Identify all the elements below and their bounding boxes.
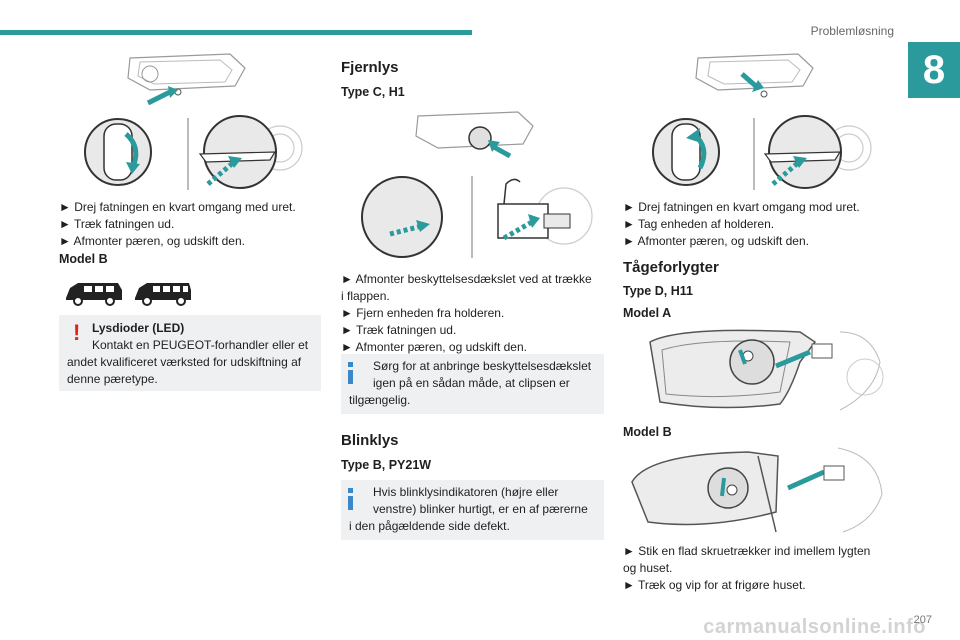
cover-removal-illustration [361,176,443,258]
socket-pull-illustration [198,115,303,189]
info-text-line: venstre) blinker hurtigt, er en af pærer… [373,502,588,516]
step-replace-bulb: ► Afmonter pæren, og udskift den. [623,234,809,248]
socket-rotate-ccw-illustration [652,118,720,186]
header-accent-bar [0,30,472,35]
bulb-holder-illustration [497,178,593,245]
model-b-label: Model B [59,252,108,266]
info-text-line: i den pågældende side defekt. [349,519,510,533]
blinklys-type: Type B, PY21W [341,458,432,472]
step-rotate-clockwise: ► Drej fatningen en kvart omgang med ure… [59,200,296,214]
step-replace-bulb: ► Afmonter pæren, og udskift den. [59,234,245,248]
fog-lamp-model-a-illustration [649,329,884,411]
illustration-divider [753,118,755,190]
headlamp-illustration [127,53,246,106]
fjernlys-type: Type C, H1 [341,85,405,99]
step-remove-cover-cont: i flappen. [341,289,390,303]
info-text-line: Hvis blinklysindikatoren (højre eller [373,485,559,499]
info-text-line: igen på en sådan måde, at clipsen er [373,376,570,390]
info-text-line: tilgængelig. [349,393,411,407]
step-remove-unit: ► Tag enheden af holderen. [623,217,775,231]
step-pull-socket: ► Træk fatningen ud. [59,217,175,231]
step-remove-cover: ► Afmonter beskyttelsesdækslet ved at tr… [341,272,592,286]
warning-text-line: andet kvalificeret værksted for udskiftn… [67,355,302,369]
blinker-info-note: Hvis blinklysindikatoren (højre eller ve… [341,480,604,540]
warning-title: Lysdioder (LED) [92,321,185,335]
step-pull-socket: ► Træk fatningen ud. [341,323,457,337]
step-rotate-counterclockwise: ► Drej fatningen en kvart omgang mod ure… [623,200,860,214]
fog-heading: Tågeforlygter [623,259,719,276]
step-remove-unit: ► Fjern enheden fra holderen. [341,306,505,320]
van-long-icon [135,283,191,306]
fog-type: Type D, H11 [623,284,693,298]
fjernlys-heading: Fjernlys [341,59,399,76]
model-a-label: Model A [623,306,672,320]
step-insert-screwdriver: ► Stik en flad skruetrækker ind imellem … [623,544,871,558]
warning-text-line: Kontakt en PEUGEOT-forhandler eller et [92,338,309,352]
led-warning-note: ! Lysdioder (LED) Kontakt en PEUGEOT-for… [59,315,321,391]
cover-info-note: Sørg for at anbringe beskyttelsesdækslet… [341,354,604,414]
section-title: Problemløsning [810,24,894,38]
step-tilt-release: ► Træk og vip for at frigøre huset. [623,578,806,592]
illustration-divider [471,176,473,258]
step-replace-bulb: ► Afmonter pæren, og udskift den. [341,340,527,354]
warning-text-line: denne pæretype. [67,372,158,386]
headlamp-cover-illustration [415,111,534,159]
fog-lamp-model-b-illustration [631,447,883,533]
model-b-label: Model B [623,425,672,439]
chapter-number-badge: 8 [908,42,960,98]
step-insert-screwdriver-cont: og huset. [623,561,673,575]
info-text-line: Sørg for at anbringe beskyttelsesdækslet [373,359,592,373]
page-number: 207 [913,614,932,626]
illustration-divider [187,118,189,190]
unit-removal-illustration [763,115,872,189]
van-icon [66,283,122,306]
warning-icon: ! [73,320,81,345]
blinklys-heading: Blinklys [341,432,399,449]
socket-rotate-illustration [84,118,152,186]
info-icon [348,488,353,510]
headlamp-rear-illustration [695,53,814,98]
info-icon [348,362,353,384]
watermark-logo: carmanualsonline.info [703,616,926,638]
